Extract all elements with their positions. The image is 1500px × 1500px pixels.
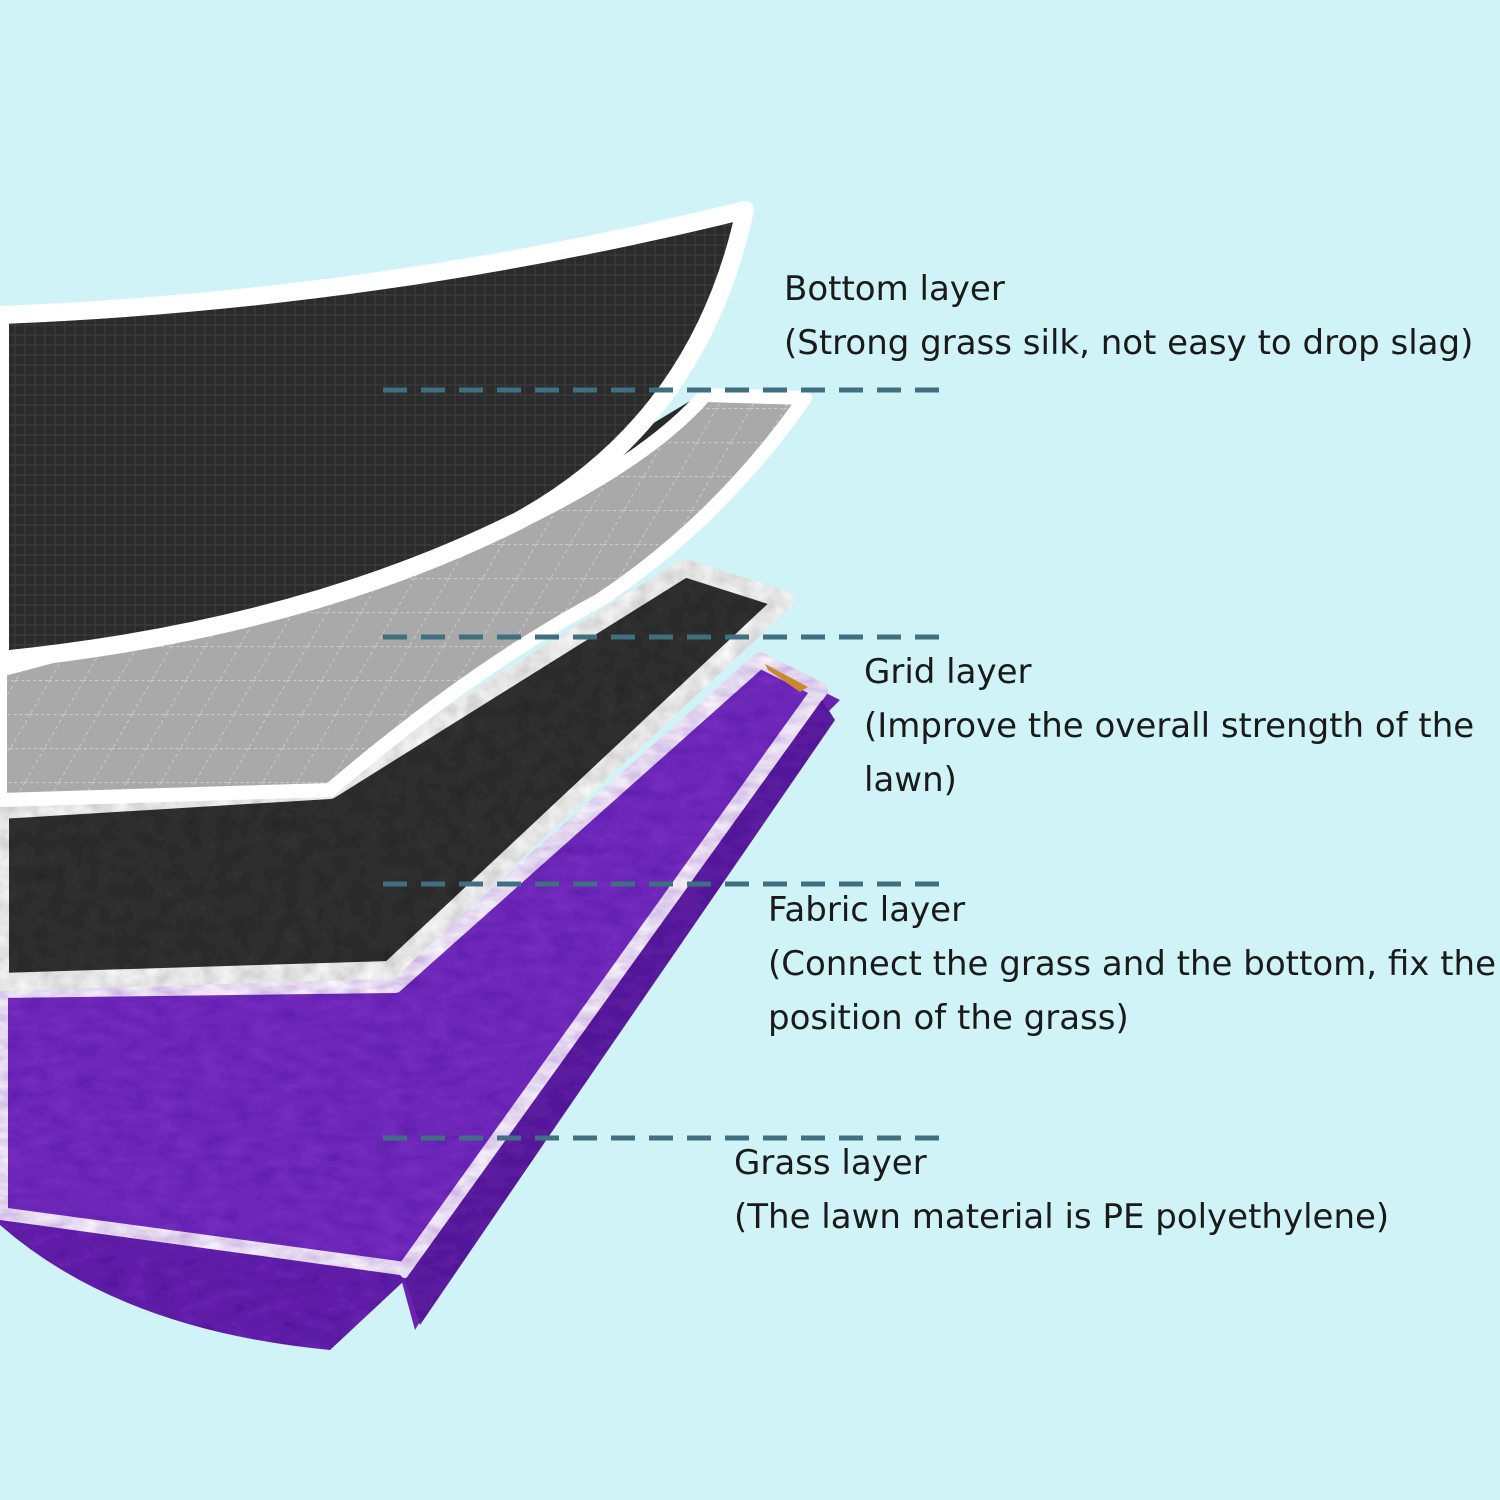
bottom-layer-shape — [0, 201, 754, 669]
bottom-layer-label: Bottom layer (Strong grass silk, not eas… — [784, 262, 1494, 370]
bottom-layer-desc: (Strong grass silk, not easy to drop sla… — [784, 323, 1474, 363]
fabric-layer-title: Fabric layer — [768, 890, 966, 930]
leader-lines — [383, 387, 950, 1141]
grass-layer-desc: (The lawn material is PE polyethylene) — [734, 1197, 1390, 1237]
fabric-layer-label: Fabric layer (Connect the grass and the … — [768, 883, 1498, 1045]
bottom-layer-title: Bottom layer — [784, 269, 1005, 309]
grass-layer-title: Grass layer — [734, 1143, 927, 1183]
grid-layer-title: Grid layer — [864, 652, 1032, 692]
grass-layer-shape — [0, 652, 840, 1350]
grid-layer-desc: (Improve the overall strength of the law… — [864, 706, 1475, 800]
fabric-layer-desc: (Connect the grass and the bottom, fix t… — [768, 944, 1496, 1038]
grid-layer-label: Grid layer (Improve the overall strength… — [864, 645, 1484, 807]
grass-layer-label: Grass layer (The lawn material is PE pol… — [734, 1136, 1464, 1244]
